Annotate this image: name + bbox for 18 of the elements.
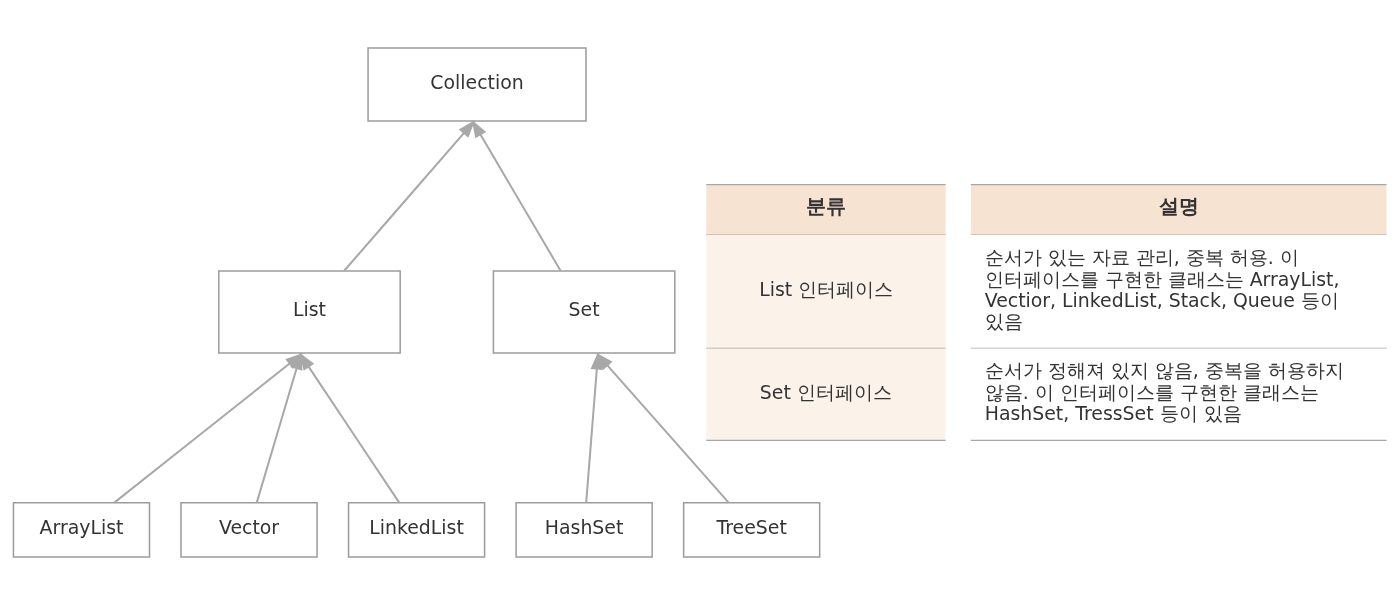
node-box: TreeSet (682, 501, 821, 558)
label: 설명 (1158, 193, 1199, 218)
label: 순서가 있는 자료 관리, 중복 허용. 이 인터페이스를 구현한 클래스는 ArrayList, Vectior, LinkedList, Stack, Queue 등이 있음 (984, 245, 1340, 332)
node-box: Set (492, 269, 676, 354)
node-box: Vector (180, 501, 318, 558)
arrow (298, 351, 401, 503)
label: Set 인터페이스 (759, 380, 892, 403)
node-box: List (218, 269, 401, 354)
label: 순서가 정해져 있지 않음, 중복을 허용하지 않음. 이 인터페이스를 구현한 클래스는 HashSet, TressSet 등이 있음 (984, 358, 1344, 424)
node-box: LinkedList (347, 501, 486, 558)
arrow (595, 352, 730, 503)
arrow (343, 119, 476, 271)
node-box: HashSet (515, 501, 653, 558)
label: List 인터페이스 (759, 277, 894, 300)
node-box: Collection (367, 46, 587, 122)
arrow (471, 119, 562, 271)
label: 분류 (805, 193, 846, 218)
node-box: ArrayList (12, 501, 151, 558)
